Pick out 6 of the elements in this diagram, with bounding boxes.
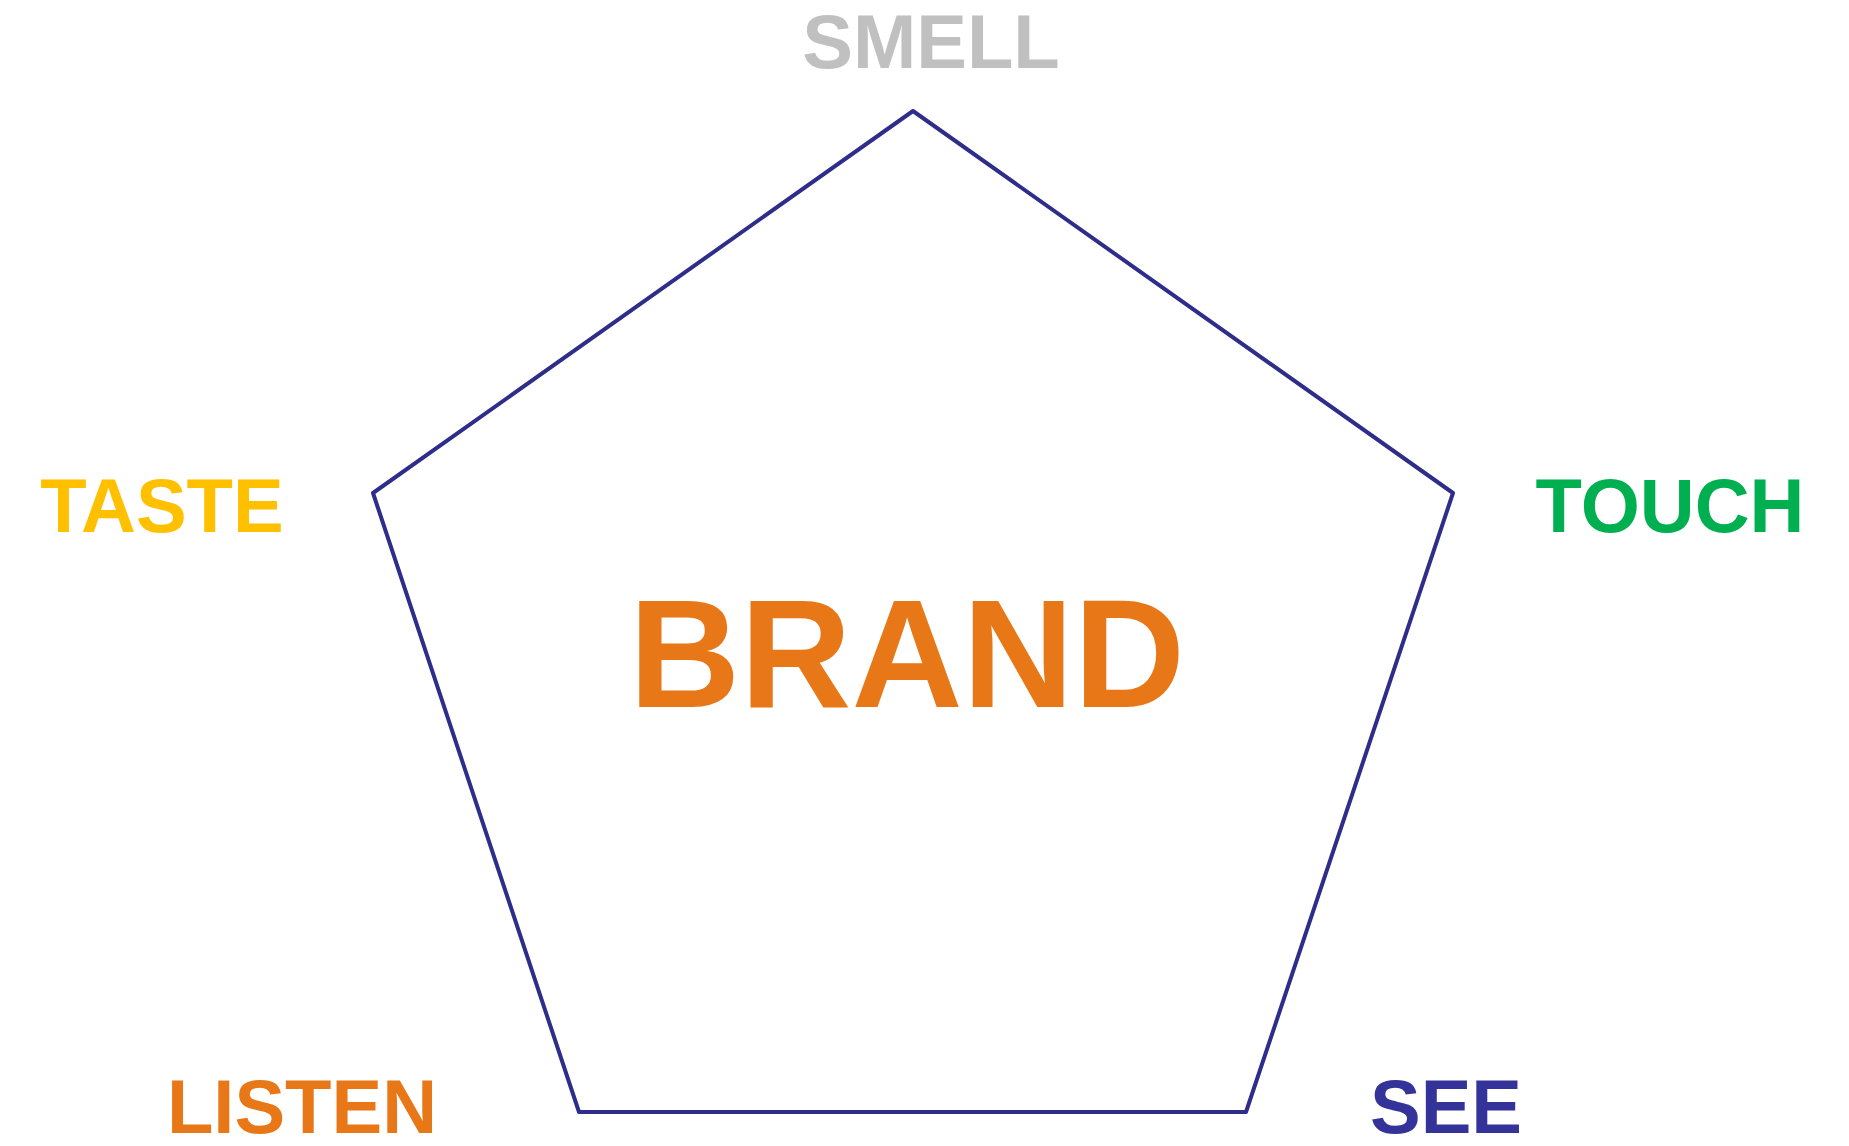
vertex-label: SEE [1369,1069,1523,1145]
vertex-label: TASTE [40,468,284,544]
vertex-label: SMELL [802,4,1060,80]
vertex-label: LISTEN [166,1069,438,1145]
vertex-label: TOUCH [1535,468,1805,544]
center-label: BRAND [628,577,1186,731]
